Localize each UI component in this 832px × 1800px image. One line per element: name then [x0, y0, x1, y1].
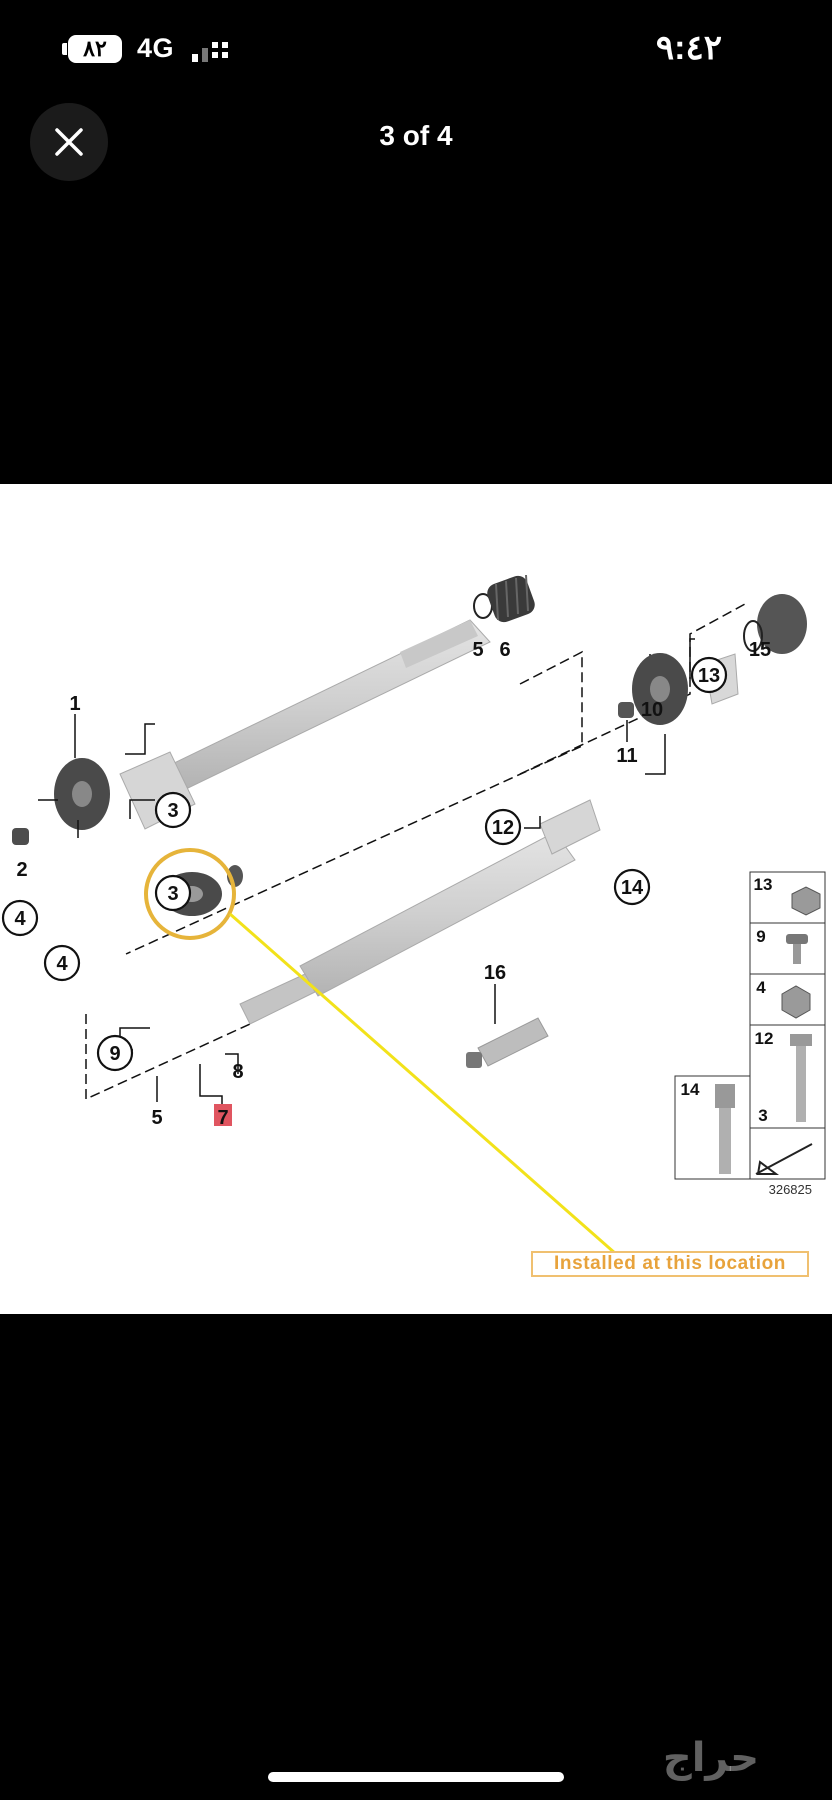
lead-14 [645, 734, 666, 775]
lead-8 [225, 1053, 239, 1074]
front-driveshaft [119, 619, 491, 830]
lead-12 [524, 816, 541, 829]
flex-disc-front [54, 758, 110, 830]
callout-1: 1 [69, 693, 80, 715]
boot-6 [487, 574, 535, 623]
diagram-reference-number: 326825 [769, 1182, 812, 1197]
callout-6: 6 [499, 639, 510, 661]
lead-3b [129, 799, 155, 819]
network-type: 4G [137, 33, 175, 63]
bushing-2 [12, 828, 29, 845]
legend-12: 12 [755, 1029, 774, 1048]
status-bar: ٨٢ 4G ٩:٤٢ [0, 0, 832, 100]
callout-8: 8 [232, 1061, 243, 1083]
location-annotation: Installed at this location [531, 1251, 809, 1277]
lead-7 [199, 1064, 223, 1106]
callout-13: 13 [698, 665, 720, 687]
legend-14: 14 [681, 1080, 700, 1099]
haraj-watermark: حراج [662, 1735, 760, 1781]
assembly-outline-top [125, 650, 583, 955]
callout-10: 10 [641, 699, 663, 721]
callout-4b: 4 [56, 953, 68, 975]
lead-13 [689, 638, 695, 679]
ring-15 [743, 620, 763, 652]
assembly-outline-bottom [85, 1014, 251, 1101]
pointer-line [229, 912, 617, 1256]
callout-15: 15 [749, 639, 771, 661]
image-viewer[interactable]: 1 2 3 3 4 4 5 5 6 7 8 9 10 11 12 13 14 1… [0, 484, 832, 1314]
callout-16: 16 [484, 962, 506, 984]
callout-11: 11 [616, 745, 637, 767]
callout-14: 14 [621, 877, 644, 899]
signal-icon [192, 42, 228, 62]
legend-13: 13 [754, 875, 773, 894]
image-counter: 3 of 4 [379, 120, 453, 151]
callout-5b: 5 [151, 1107, 162, 1129]
legend-3: 3 [758, 1106, 767, 1125]
fastener-legend: 13 9 4 12 14 3 [674, 871, 826, 1180]
callout-5a: 5 [472, 639, 483, 661]
close-icon [55, 128, 83, 156]
clock: ٩:٤٢ [655, 29, 722, 67]
legend-9: 9 [756, 927, 765, 946]
battery-icon-nub [62, 43, 67, 55]
part7-badge [214, 1104, 232, 1126]
callout-12: 12 [492, 817, 514, 839]
home-indicator[interactable] [268, 1772, 564, 1782]
callout-3b: 3 [167, 883, 178, 905]
callout-2: 2 [16, 859, 27, 881]
bushing-11 [618, 702, 634, 718]
lead-3a [125, 723, 155, 755]
callout-7: 7 [217, 1107, 228, 1129]
callout-4a: 4 [14, 908, 26, 930]
battery-level: ٨٢ [68, 35, 122, 63]
highlight-ring [144, 848, 236, 940]
legend-4: 4 [756, 978, 766, 997]
callout-9: 9 [109, 1043, 120, 1065]
parts-diagram: 1 2 3 3 4 4 5 5 6 7 8 9 10 11 12 13 14 1… [1, 574, 826, 1256]
close-button[interactable] [30, 103, 108, 181]
callout-3a: 3 [167, 800, 178, 822]
flange-15 [757, 594, 807, 654]
flex-disc-rear [632, 653, 688, 725]
grease-tube-16 [466, 1017, 549, 1068]
